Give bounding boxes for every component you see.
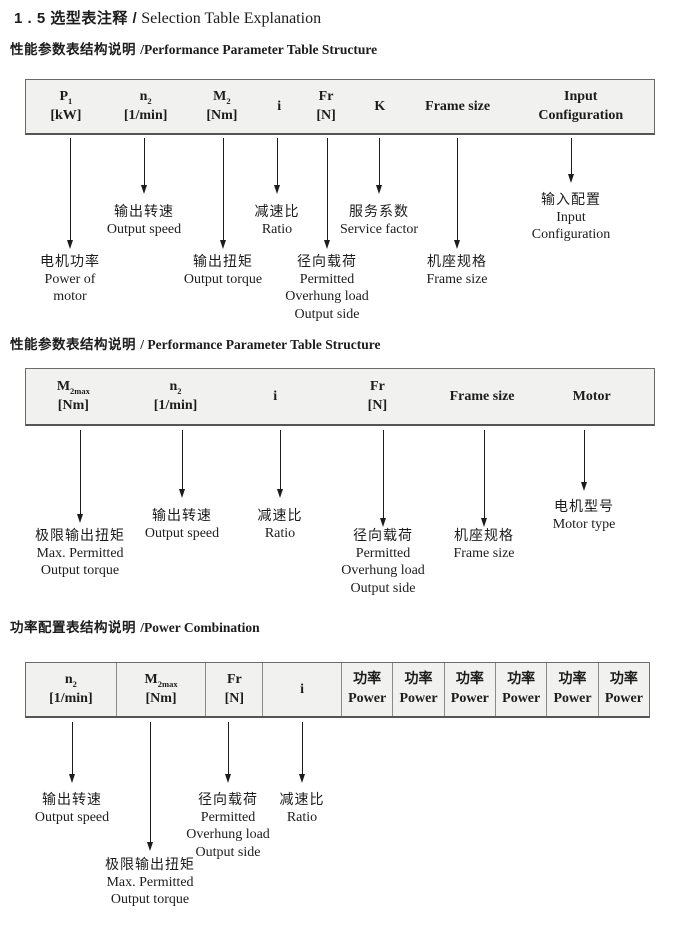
section-1-heading-cn: 性能参数表结构说明: [10, 42, 141, 57]
down-arrow-icon: [225, 722, 231, 783]
annotation-label: 服务系数 Service factor: [339, 203, 419, 237]
section-1-heading: 性能参数表结构说明 /Performance Parameter Table S…: [10, 40, 695, 60]
annotation-label: 输入配置 Input Configuration: [531, 191, 611, 242]
down-arrow-icon: [179, 430, 185, 498]
diagram-performance-table-1: 电机功率 Power of motor 输出转速 Output speed 输出…: [0, 135, 695, 335]
column-header-motor: Motor: [572, 388, 611, 404]
column-header-i: i: [277, 98, 282, 114]
column-header-power-5: 功率 Power: [546, 663, 597, 716]
page-title-en: Selection Table Explanation: [137, 10, 322, 27]
annotation-label: 机座规格 Frame size: [453, 527, 515, 561]
down-arrow-icon: [77, 430, 83, 523]
down-arrow-icon: [274, 138, 280, 194]
column-header-power-4: 功率 Power: [495, 663, 546, 716]
down-arrow-icon: [380, 430, 386, 527]
annotation-label: 机座规格 Frame size: [426, 253, 488, 287]
annotation-label: 输出转速 Output speed: [106, 203, 182, 237]
performance-table-1: P1 [kW] n2 [1/min] M2 [Nm] i Fr [N] K Fr…: [25, 79, 655, 135]
down-arrow-icon: [69, 722, 75, 783]
section-2-heading-cn: 性能参数表结构说明: [10, 337, 141, 352]
down-arrow-icon: [277, 430, 283, 498]
column-header-frame-size: Frame size: [425, 98, 491, 114]
column-header-p1: P1 [kW]: [50, 89, 82, 123]
column-header-m2max: M2max [Nm]: [115, 663, 206, 716]
annotation-label: 减速比 Ratio: [279, 791, 325, 825]
column-header-m2: M2 [Nm]: [206, 89, 238, 123]
column-header-input-configuration: Input Configuration: [538, 89, 624, 123]
annotation-label: 输出转速 Output speed: [144, 507, 220, 541]
column-header-frame-size: Frame size: [449, 388, 515, 404]
down-arrow-icon: [454, 138, 460, 249]
annotation-label: 径向载荷 Permitted Overhung load Output side: [341, 527, 425, 596]
down-arrow-icon: [220, 138, 226, 249]
column-header-i: i: [262, 663, 341, 716]
column-header-power-2: 功率 Power: [392, 663, 443, 716]
column-header-power-6: 功率 Power: [597, 663, 649, 716]
page-title-cn: 1 . 5 选型表注释 /: [14, 10, 138, 27]
column-header-fr: Fr [N]: [367, 379, 388, 413]
down-arrow-icon: [376, 138, 382, 194]
annotation-label: 极限输出扭矩 Max. Permitted Output torque: [35, 527, 125, 578]
down-arrow-icon: [67, 138, 73, 249]
column-header-n2: n2 [1/min]: [123, 89, 168, 123]
annotation-label: 减速比 Ratio: [257, 507, 303, 541]
down-arrow-icon: [299, 722, 305, 783]
section-2-heading: 性能参数表结构说明 / Performance Parameter Table …: [10, 335, 695, 355]
column-header-power-3: 功率 Power: [443, 663, 495, 716]
diagram-power-combination: 输出转速 Output speed 极限输出扭矩 Max. Permitted …: [0, 718, 695, 931]
column-header-power-1: 功率 Power: [340, 663, 392, 716]
down-arrow-icon: [481, 430, 487, 527]
annotation-label: 输出扭矩 Output torque: [183, 253, 263, 287]
power-combination-table: n2 [1/min] M2max [Nm] Fr [N] i 功率 Power …: [25, 662, 650, 718]
annotation-label: 电机功率 Power of motor: [40, 253, 100, 304]
column-header-n2: n2 [1/min]: [153, 379, 198, 413]
page-title: 1 . 5 选型表注释 / Selection Table Explanatio…: [14, 8, 695, 30]
annotation-label: 径向载荷 Permitted Overhung load Output side: [285, 253, 369, 322]
annotation-label: 电机型号 Motor type: [552, 498, 616, 532]
down-arrow-icon: [324, 138, 330, 249]
annotation-label: 径向载荷 Permitted Overhung load Output side: [186, 791, 270, 860]
annotation-label: 减速比 Ratio: [254, 203, 300, 237]
down-arrow-icon: [147, 722, 153, 851]
column-header-n2: n2 [1/min]: [49, 672, 93, 706]
performance-table-2: M2max [Nm] n2 [1/min] i Fr [N] Frame siz…: [25, 368, 655, 426]
down-arrow-icon: [141, 138, 147, 194]
section-3-heading-cn: 功率配置表结构说明: [10, 620, 141, 635]
annotation-label: 输出转速 Output speed: [34, 791, 110, 825]
section-1-heading-en: /Performance Parameter Table Structure: [140, 42, 378, 57]
column-header-fr: Fr [N]: [316, 89, 336, 123]
annotation-label: 极限输出扭矩 Max. Permitted Output torque: [105, 856, 195, 907]
column-header-fr: Fr [N]: [205, 663, 262, 716]
column-header-k: K: [374, 98, 386, 114]
diagram-performance-table-2: 极限输出扭矩 Max. Permitted Output torque 输出转速…: [0, 426, 695, 618]
section-3-heading: 功率配置表结构说明 /Power Combination: [10, 618, 695, 638]
column-header-i: i: [273, 388, 278, 404]
section-2-heading-en: / Performance Parameter Table Structure: [140, 337, 381, 352]
column-header-m2max: M2max [Nm]: [56, 379, 90, 413]
section-3-heading-en: /Power Combination: [140, 620, 260, 635]
down-arrow-icon: [568, 138, 574, 183]
down-arrow-icon: [581, 430, 587, 491]
